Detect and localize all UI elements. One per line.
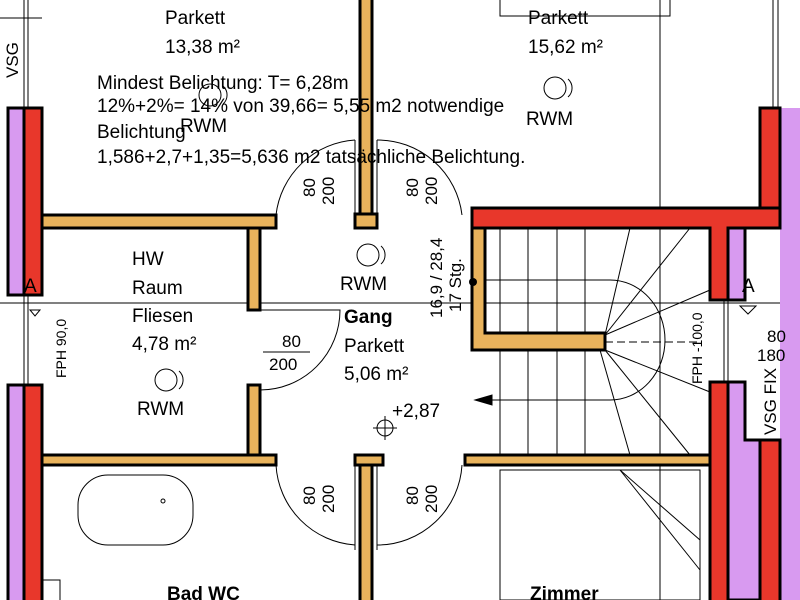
smoke-detector-icon [198,83,228,107]
door-height: 200 [319,485,338,513]
door-height: 200 [319,177,338,205]
lighting-note: 1,586+2,7+1,35=5,636 m2 tatsächliche Bel… [97,147,525,168]
room-area: 13,38 m² [165,37,240,58]
room-name: Gang [344,307,393,328]
door-width: 80 [403,486,422,505]
room-floor: Fliesen [132,306,193,327]
stair-ratio: 16,9 / 28,4 [427,238,446,318]
room-area: 4,78 m² [132,334,196,355]
rwm-label: RWM [137,399,184,420]
bathtub [77,474,194,546]
smoke-detector-icon [154,368,184,392]
door-width: 80 [300,486,319,505]
level-marker-icon [373,416,397,440]
rwm-label: RWM [180,116,227,137]
lighting-note: Belichtung [97,122,186,143]
lighting-note: 12%+2%= 14% von 39,66= 5,55 m2 notwendig… [97,96,504,117]
lighting-note: Mindest Belichtung: T= 6,28m [97,73,349,94]
door-height: 200 [422,485,441,513]
door-width: 80 [403,178,422,197]
door-height: 200 [422,177,441,205]
window-height: 180 [757,346,785,365]
door-arcs [259,139,463,550]
room-name: Raum [132,278,183,299]
staircase[interactable] [473,227,711,456]
furniture [499,469,701,600]
room-area: 5,06 m² [344,364,408,385]
room-floor: Parkett [528,8,589,29]
smoke-detector-icon [356,243,386,267]
level-label: +2,87 [392,401,440,422]
exterior-wall-right [470,106,800,600]
room-area: 15,62 m² [528,37,603,58]
door-width: 80 [282,332,301,351]
room-floor: Parkett [165,8,226,29]
window-label: VSG [3,42,22,78]
window-label: VSG FIX [761,368,780,435]
door-width: 80 [300,178,319,197]
window-width: 80 [767,327,786,346]
section-marker: A [24,276,37,297]
toilet [42,579,61,600]
exterior-wall-left [6,106,44,600]
smoke-detector-icon [543,76,573,100]
room-floor: Parkett [344,336,405,357]
stair-steps: 17 Stg. [446,258,465,312]
room-name: Bad WC [167,584,240,600]
rwm-label: RWM [340,274,387,295]
section-marker: A [742,276,755,297]
rwm-label: RWM [526,109,573,130]
interior-walls [40,0,712,600]
room-name: HW [132,249,164,270]
door-height: 200 [269,355,297,374]
parapet-label: FPH -100,0 [689,312,705,384]
parapet-label: FPH 90,0 [53,319,69,378]
room-name: Zimmer [530,584,599,600]
